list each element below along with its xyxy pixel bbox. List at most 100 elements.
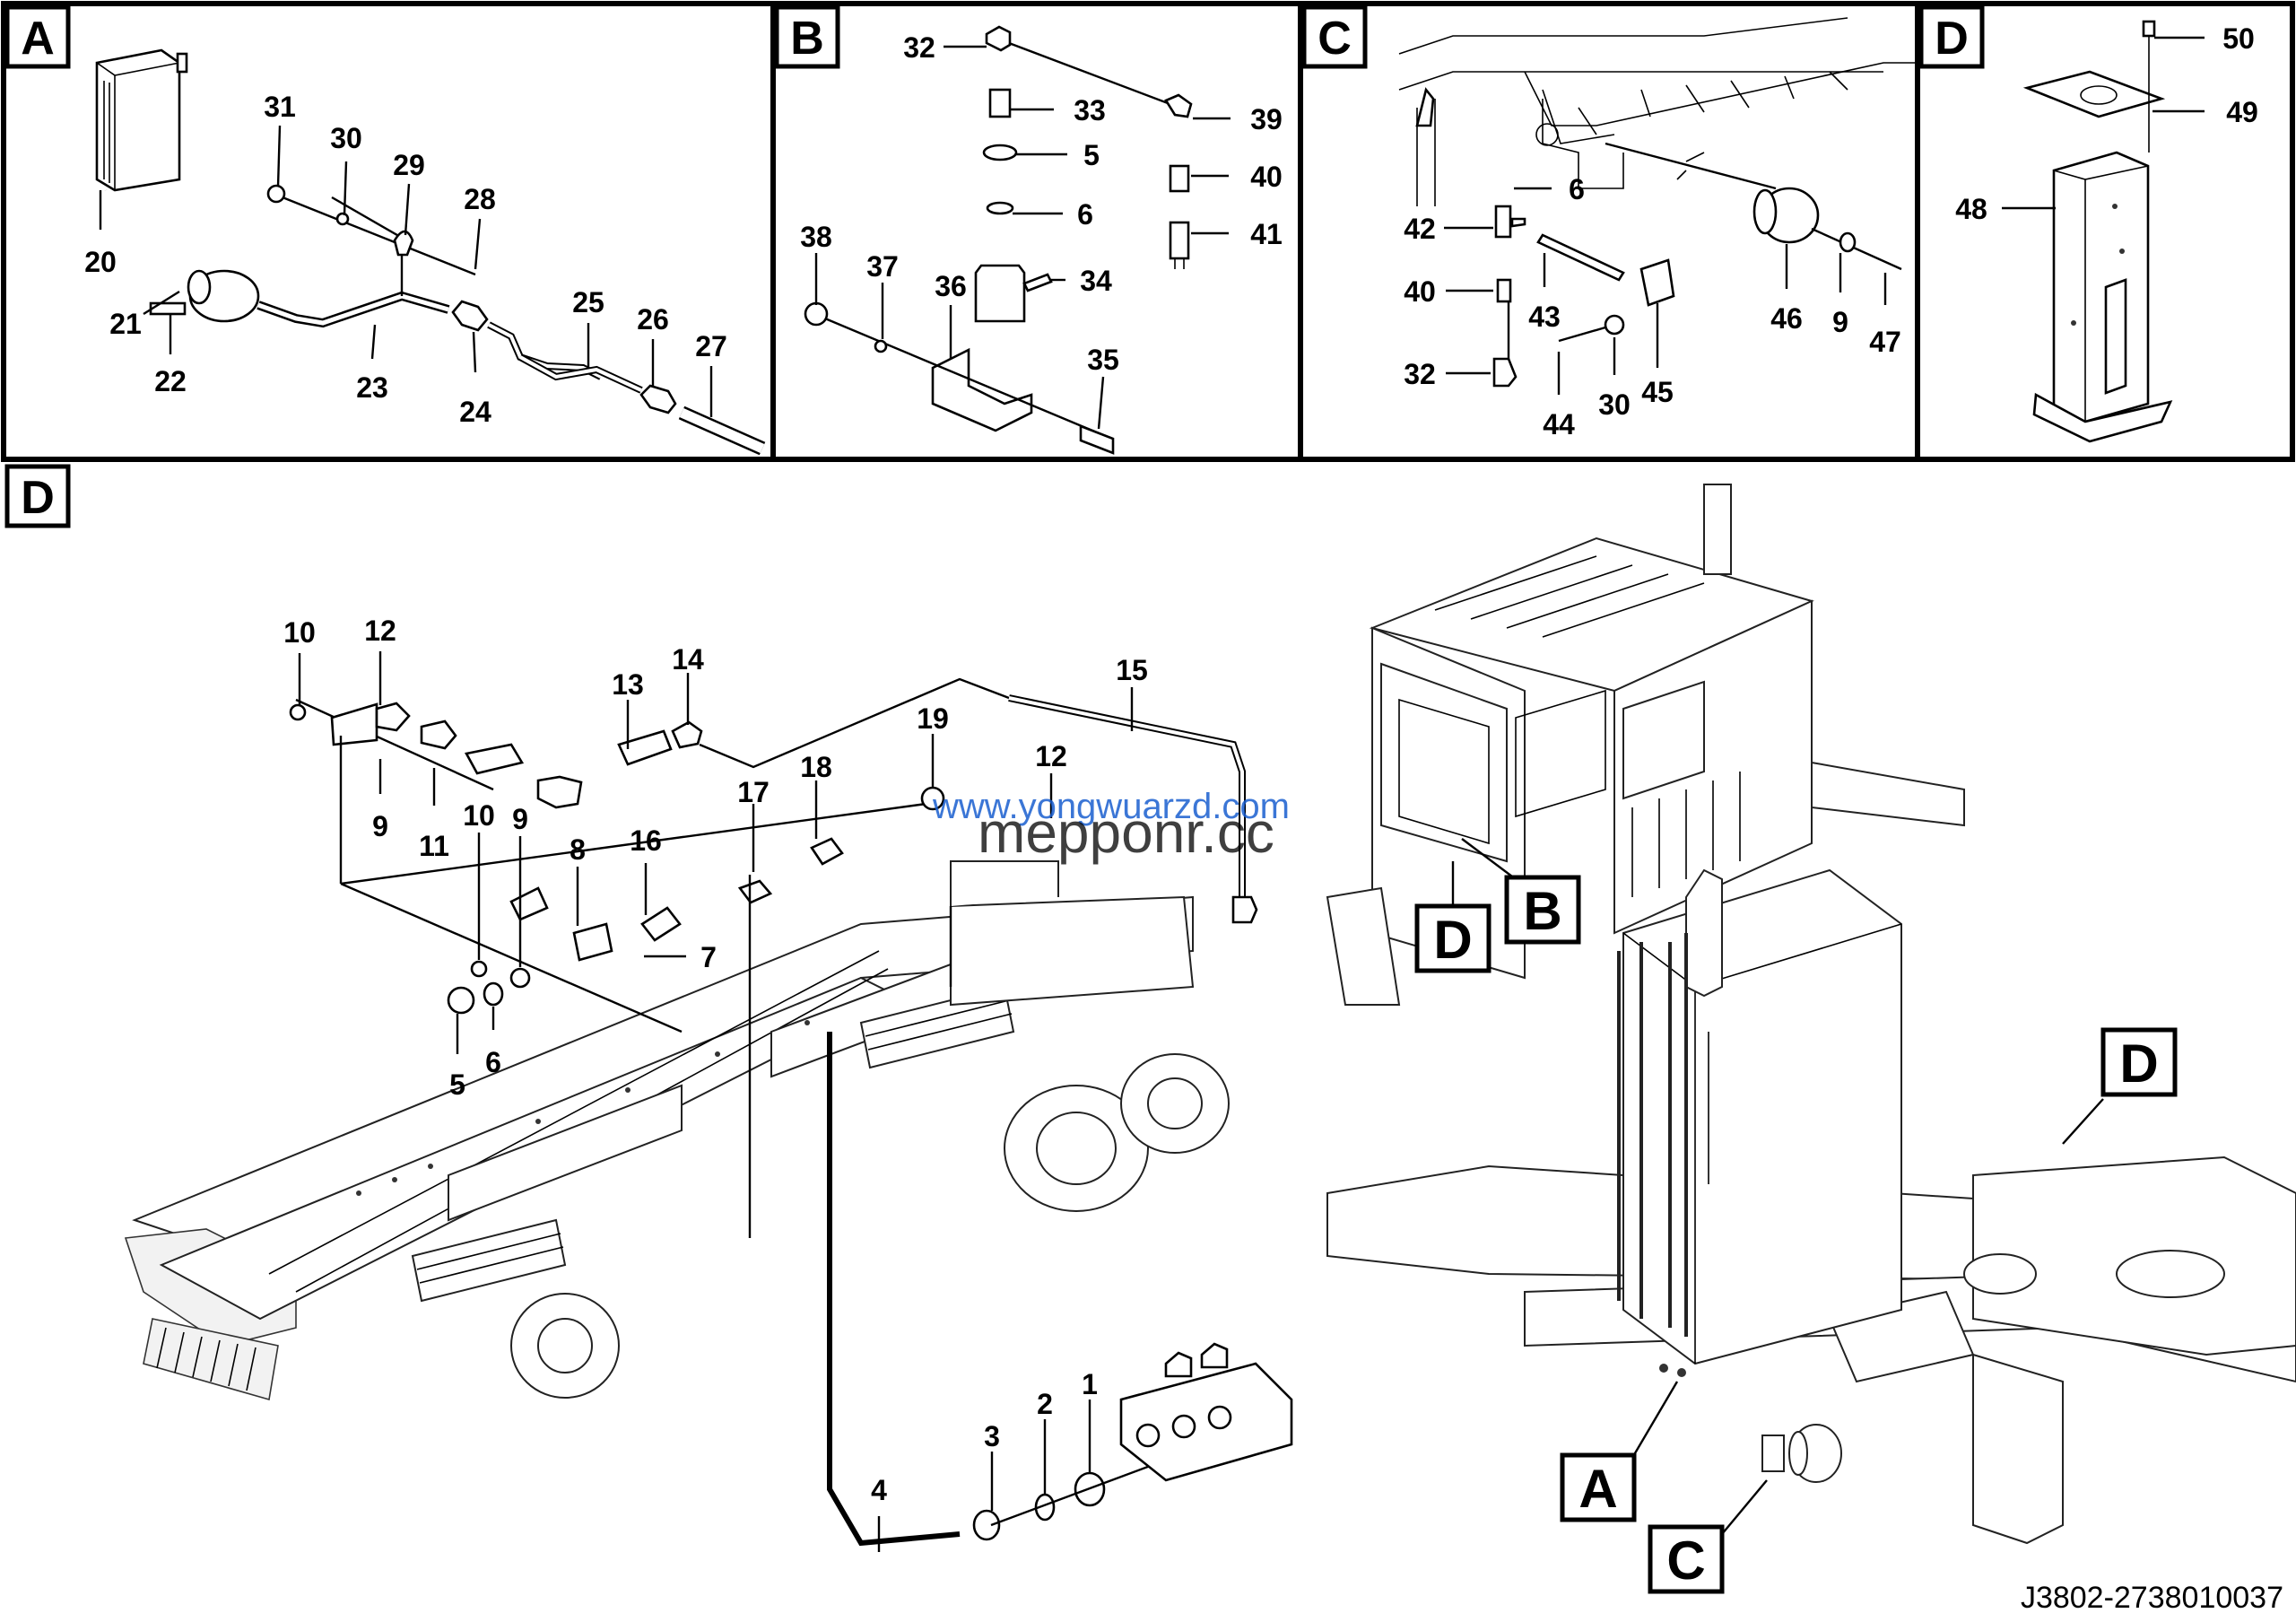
callout-valve-c: C [1648, 1479, 1768, 1594]
callout-valve-c-letter: C [1666, 1530, 1705, 1591]
part-number-a-28: 28 [464, 183, 496, 215]
part-number-main-18: 18 [800, 751, 832, 783]
panel-c-drawing [1398, 17, 1918, 388]
part-number-a-31: 31 [264, 91, 296, 123]
part-number-main-2: 2 [1037, 1388, 1053, 1420]
panel-c-letter-box: C [1301, 4, 1368, 69]
part-number-b-33: 33 [1074, 94, 1106, 126]
part-number-a-26: 26 [637, 303, 669, 336]
part-number-a-29: 29 [393, 149, 425, 181]
part-number-b-39: 39 [1250, 103, 1283, 135]
panel-d-main-letter: D [21, 472, 55, 524]
callout-cab-d: D [1414, 861, 1492, 973]
panel-d-small-drawing [2022, 20, 2173, 443]
panel-d-small-letter-box: D [1918, 4, 1985, 69]
part-number-d-50: 50 [2222, 22, 2255, 55]
panel-d-small-letter: D [1935, 13, 1969, 65]
part-number-c-46: 46 [1770, 302, 1803, 335]
part-number-main-14: 14 [672, 643, 704, 676]
main-parts-drawing [289, 677, 1293, 1547]
part-number-main-8: 8 [570, 833, 586, 866]
callout-cab-d-letter: D [1433, 910, 1472, 970]
panel-c-part-labels: 6 42 40 32 43 44 30 45 46 9 47 [1404, 173, 1901, 440]
part-number-main-6: 6 [485, 1046, 501, 1078]
panel-b-drawing [804, 25, 1193, 455]
panel-b-part-labels: 32 33 5 6 34 35 36 37 38 39 40 41 [800, 31, 1283, 430]
part-number-main-10a: 10 [283, 616, 316, 649]
part-number-c-9: 9 [1832, 306, 1848, 338]
panel-d-small-part-labels: 50 49 48 [1955, 22, 2258, 225]
part-number-c-32: 32 [1404, 358, 1436, 390]
part-number-main-3: 3 [984, 1420, 1000, 1452]
part-number-b-36: 36 [935, 270, 967, 302]
part-number-c-45: 45 [1641, 376, 1674, 408]
panel-b-frame [770, 1, 1303, 462]
cab-drawing [1326, 484, 1965, 1006]
figure-code: J3802-2738010037 [2021, 1581, 2283, 1615]
part-number-b-38: 38 [800, 221, 832, 253]
part-number-a-25: 25 [572, 286, 604, 318]
panel-c-letter: C [1318, 13, 1352, 65]
panel-b-letter-box: B [774, 4, 840, 69]
part-number-main-1: 1 [1082, 1368, 1098, 1400]
watermark-url-line: www.yongwuarzd.com [932, 787, 1290, 826]
part-number-main-9b: 9 [512, 803, 528, 835]
part-number-c-40: 40 [1404, 275, 1436, 308]
panel-c-frame [1298, 1, 1920, 462]
part-number-main-13: 13 [612, 668, 644, 701]
panel-a-letter: A [21, 13, 55, 65]
part-number-main-16: 16 [630, 824, 662, 857]
part-number-d-49: 49 [2226, 96, 2258, 128]
part-number-c-42: 42 [1404, 213, 1436, 245]
panel-d-main-letter-box: D [4, 464, 71, 528]
part-number-a-20: 20 [84, 246, 117, 278]
part-number-c-43: 43 [1528, 301, 1561, 333]
part-number-b-40: 40 [1250, 161, 1283, 193]
part-number-b-32: 32 [903, 31, 935, 64]
main-d-part-labels: 10 12 9 11 13 14 15 19 12 18 17 10 9 8 1… [283, 615, 1148, 1552]
part-number-main-4: 4 [871, 1474, 887, 1506]
part-number-a-24: 24 [459, 396, 491, 428]
part-number-main-11: 11 [419, 830, 449, 862]
part-number-d-48: 48 [1955, 193, 1987, 225]
part-number-main-12b: 12 [1035, 740, 1067, 772]
tank-and-rear-frame-drawing [1326, 868, 2296, 1545]
part-number-c-47: 47 [1869, 326, 1901, 358]
callout-valve-a-letter: A [1578, 1459, 1617, 1519]
panel-b-letter: B [790, 13, 824, 65]
part-number-b-41: 41 [1250, 218, 1283, 250]
part-number-b-37: 37 [866, 250, 899, 283]
part-number-main-19: 19 [917, 702, 949, 735]
part-number-main-9a: 9 [372, 810, 388, 842]
part-number-a-30: 30 [330, 122, 362, 154]
part-number-main-10b: 10 [463, 799, 495, 832]
part-number-c-6: 6 [1569, 173, 1585, 205]
watermark: www.yongwuarzd.com mepponr.cc [932, 787, 1290, 865]
part-number-b-35: 35 [1087, 344, 1119, 376]
part-number-a-27: 27 [695, 330, 727, 362]
part-number-a-22: 22 [154, 365, 187, 397]
part-number-a-21: 21 [109, 308, 142, 340]
panel-a-letter-box: A [4, 4, 71, 69]
part-number-main-7: 7 [700, 941, 717, 973]
callout-frame-d-letter: D [2119, 1033, 2158, 1094]
part-number-c-44: 44 [1543, 408, 1575, 440]
part-number-main-15: 15 [1116, 654, 1148, 686]
part-number-main-17: 17 [737, 776, 770, 808]
callout-frame-d: D [2062, 1027, 2178, 1145]
watermark-brand-line: mepponr.cc [978, 800, 1274, 865]
callout-cab-b: B [1461, 838, 1581, 945]
part-number-b-6: 6 [1077, 198, 1093, 231]
part-number-main-5: 5 [449, 1068, 465, 1101]
panel-a-drawing [95, 48, 766, 456]
part-number-main-12a: 12 [364, 615, 396, 647]
panel-a-part-labels: 20 21 22 23 24 25 26 27 28 29 30 31 [84, 91, 727, 428]
part-number-b-34: 34 [1080, 265, 1112, 297]
callout-valve-a: A [1560, 1381, 1679, 1522]
part-number-c-30: 30 [1598, 388, 1631, 421]
callout-cab-b-letter: B [1523, 881, 1561, 941]
main-chassis-drawing [124, 860, 1230, 1401]
part-number-b-5: 5 [1083, 139, 1100, 171]
part-number-a-23: 23 [356, 371, 388, 404]
